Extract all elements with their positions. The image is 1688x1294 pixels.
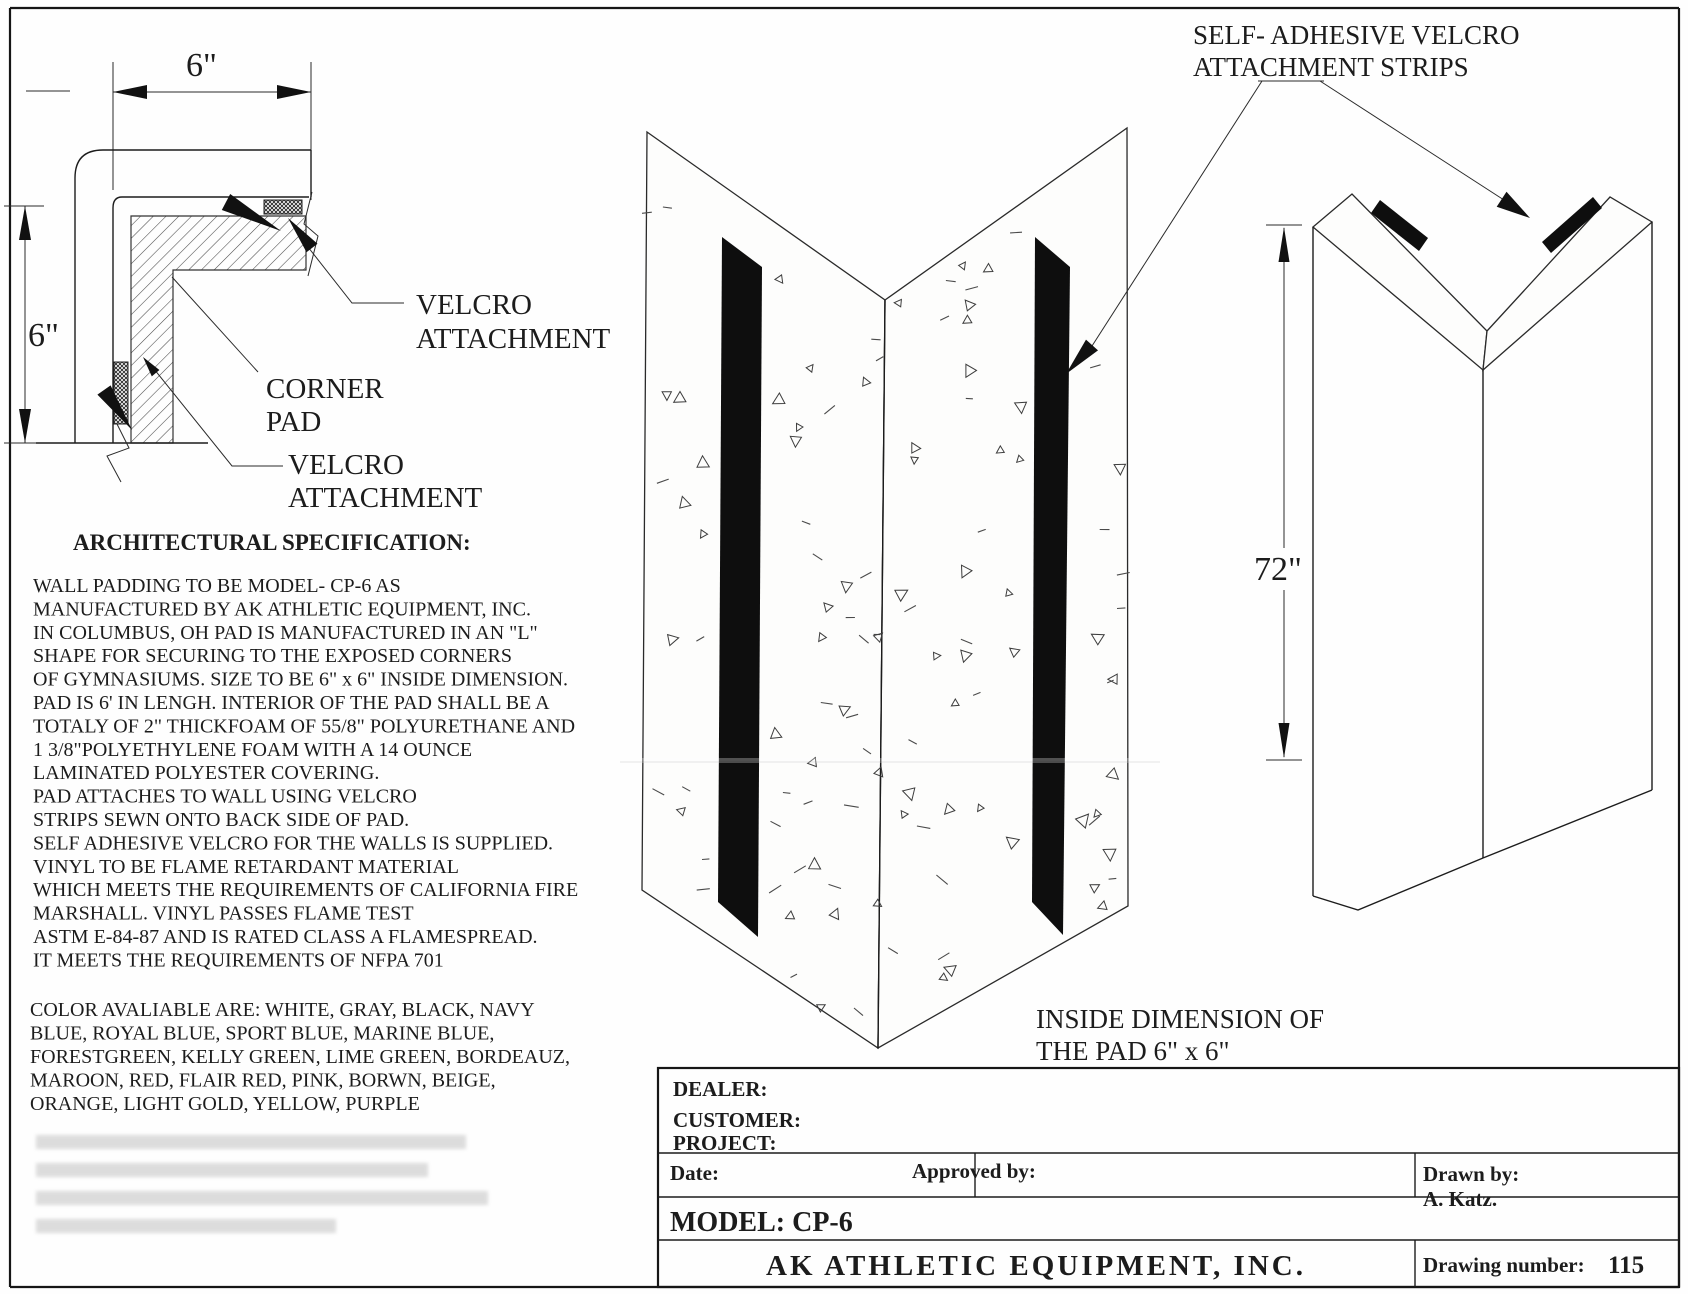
interior-velcro-strip-right [1032,237,1070,935]
interior-velcro-strip-left [718,237,762,937]
self-adhesive-label-line1: SELF- ADHESIVE VELCRO [1193,20,1520,50]
speckle-texture [641,206,1130,1017]
spec-heading: ARCHITECTURAL SPECIFICATION: [73,530,471,555]
leader-arrow-exterior-strip-icon [1496,191,1530,218]
width-dimension: 6" [112,47,312,200]
exterior-velcro-strip-left [1371,200,1428,251]
scan-artifact [620,758,1160,763]
corner-section-detail: 6" 6" VELCRO ATTACHMEN [4,47,611,514]
leader-velcro-right [307,246,404,304]
interior-view: INSIDE DIMENSION OF THE PAD 6" x 6" [620,126,1324,1066]
dealer-label: DEALER: [673,1077,768,1101]
interior-left-panel [641,130,886,1050]
dim-arrow-right-icon [277,85,311,99]
pad-outer-outline [74,149,311,443]
leader-arrow-velcro-right-icon [288,218,318,253]
height-dim-label: 6" [28,317,59,354]
dim-arrow-up-icon [19,206,31,240]
inside-dimension-caption-line1: INSIDE DIMENSION OF [1036,1004,1324,1034]
exterior-pad-outline [1311,193,1654,911]
width-dim-label: 6" [186,47,217,84]
break-mark-right [303,191,319,277]
corner-pad-label-line2: PAD [266,406,321,438]
dim-arrow-down-icon [1278,723,1290,758]
inside-dimension-caption-line2: THE PAD 6" x 6" [1036,1036,1230,1066]
break-mark-bottom [106,423,130,483]
leader-to-interior-strip [1091,80,1263,347]
spec-section: ARCHITECTURAL SPECIFICATION: WALL PADDIN… [30,530,578,1233]
corner-pad-label-line1: CORNER [266,373,384,405]
ghost-text [36,1135,488,1233]
interior-center-seam [877,299,886,1049]
dim-arrow-down-icon [19,409,31,443]
length-dim-label: 72" [1254,551,1302,588]
velcro-attachment2-label-line2: ATTACHMENT [288,482,483,514]
interior-right-panel [877,126,1129,1050]
velcro-attachment2-label-line1: VELCRO [288,449,404,481]
pointer-arrow-top-velcro-icon [221,194,281,231]
model-label: MODEL: CP-6 [670,1207,853,1238]
velcro-strip-top [263,199,303,215]
leader-arrow-velcro-lower-icon [143,357,160,377]
pad-inner-surface [112,196,309,443]
project-label: PROJECT: [673,1131,776,1155]
dim-arrow-up-icon [1278,227,1290,262]
drawing-number-label: Drawing number: [1423,1253,1585,1277]
drawn-by-label: Drawn by: [1423,1162,1519,1186]
leader-corner-pad [171,276,259,373]
leader-velcro-lower [149,363,283,467]
pointer-arrow-side-velcro-icon [97,385,132,430]
title-block: DEALER: CUSTOMER: PROJECT: Date: Approve… [656,1066,1681,1289]
exterior-velcro-strip-right [1542,197,1602,253]
dim-arrow-left-icon [113,85,147,99]
velcro-attachment-label-line1: VELCRO [416,289,532,321]
velcro-attachment-label-line2: ATTACHMENT [416,323,611,355]
exterior-view: SELF- ADHESIVE VELCRO ATTACHMENT STRIPS … [1066,20,1654,911]
leader-to-exterior-strip [1319,80,1505,201]
scan-artifact2 [620,761,1160,763]
self-adhesive-label-line2: ATTACHMENT STRIPS [1193,52,1469,82]
spec-colors: COLOR AVALIABLE ARE: WHITE, GRAY, BLACK,… [30,999,570,1115]
leader-arrow-interior-strip-icon [1066,339,1098,374]
approved-by-label: Approved by: [912,1159,1036,1183]
drawing-number-value: 115 [1608,1252,1644,1279]
company-name: AK ATHLETIC EQUIPMENT, INC. [766,1250,1306,1282]
date-label: Date: [670,1161,719,1185]
customer-label: CUSTOMER: [673,1108,801,1132]
length-dimension: 72" [1254,224,1302,761]
drawn-by-value: A. Katz. [1423,1187,1497,1211]
height-dimension: 6" [4,205,59,444]
